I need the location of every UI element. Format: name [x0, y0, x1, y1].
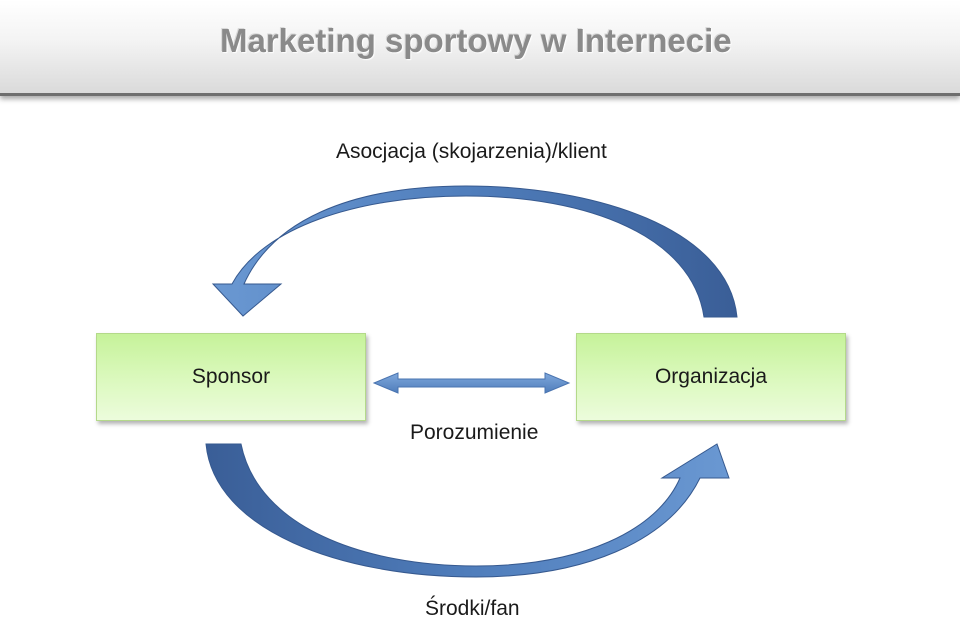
organization-box: Organizacja: [576, 333, 846, 421]
funds-fan-label: Środki/fan: [425, 597, 520, 620]
bottom-curved-arrow: [205, 443, 730, 578]
organization-label: Organizacja: [654, 365, 768, 388]
agreement-double-arrow: [372, 372, 571, 394]
slide-title: Marketing sportowy w Internecie: [220, 22, 732, 59]
agreement-label: Porozumienie: [410, 421, 539, 444]
association-label: Asocjacja (skojarzenia)/klient: [336, 140, 607, 163]
sponsor-label: Sponsor: [191, 365, 271, 388]
top-curved-arrow: [211, 185, 738, 318]
sponsor-box: Sponsor: [96, 333, 366, 421]
title-bar: Marketing sportowy w Internecie: [0, 0, 960, 96]
